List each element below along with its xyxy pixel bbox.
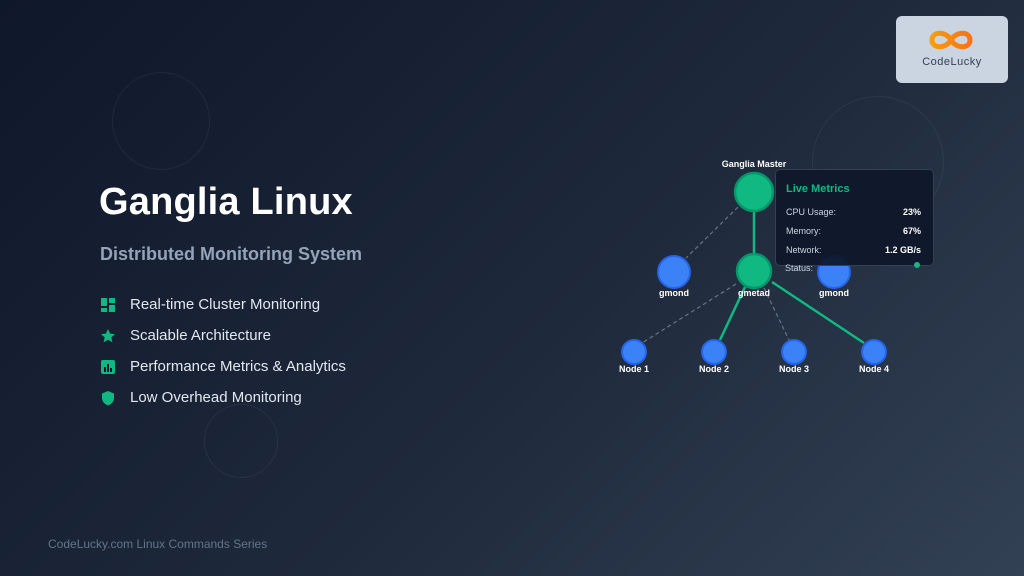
compute-node-3 (781, 339, 807, 365)
feature-list: Real-time Cluster Monitoring Scalable Ar… (100, 289, 346, 413)
metric-label: Network: (786, 245, 822, 255)
status-label: Status: (785, 263, 814, 273)
page-title: Ganglia Linux (99, 181, 353, 223)
master-label: Ganglia Master (722, 159, 787, 169)
footer-text: CodeLucky.com Linux Commands Series (48, 537, 268, 551)
feature-label: Real-time Cluster Monitoring (130, 296, 321, 313)
gmetad-node (735, 252, 773, 290)
decorative-circle (112, 72, 210, 170)
codelucky-logo: CodeLucky (896, 16, 1008, 83)
gmond-node-left (657, 255, 691, 289)
metric-value: 67% (902, 226, 921, 236)
feature-label: Scalable Architecture (130, 327, 271, 344)
metric-label: CPU Usage: (786, 207, 837, 217)
compute-node-2 (701, 339, 727, 365)
edge-master-gmond-left (685, 206, 739, 259)
logo-text: CodeLucky (922, 56, 982, 68)
live-metrics-card: Live Metrics CPU Usage: 23% Memory: 67% … (775, 169, 934, 266)
infinity-logo-icon (929, 30, 973, 50)
edge-gmetad-node2 (718, 286, 747, 341)
star-icon (101, 328, 115, 342)
metric-row-memory: Memory: 67% (786, 226, 921, 237)
bar-chart-icon (101, 359, 115, 374)
gmetad-label: gmetad (738, 288, 770, 298)
gmond-left-label: gmond (659, 288, 689, 298)
node-2-label: Node 2 (699, 364, 729, 374)
node-4-label: Node 4 (859, 364, 889, 374)
metric-row-network: Network: 1.2 GB/s (786, 245, 921, 256)
dashboard-icon (101, 297, 115, 312)
node-1-label: Node 1 (619, 364, 649, 374)
metric-value: 23% (902, 207, 921, 217)
node-3-label: Node 3 (779, 364, 809, 374)
feature-item: Real-time Cluster Monitoring (100, 289, 346, 320)
decorative-circle (204, 404, 278, 478)
compute-node-4 (861, 339, 887, 365)
feature-item: Performance Metrics & Analytics (100, 351, 346, 382)
metrics-title: Live Metrics (786, 183, 850, 195)
compute-node-1 (621, 339, 647, 365)
shield-icon (102, 390, 114, 405)
feature-label: Performance Metrics & Analytics (130, 358, 346, 375)
edge-gmetad-node3 (763, 287, 790, 341)
gmond-right-label: gmond (819, 288, 849, 298)
edge-gmetad-node1 (641, 283, 737, 344)
metric-value: 1.2 GB/s (884, 245, 921, 255)
edge-gmetad-node4 (771, 280, 865, 345)
master-node (733, 171, 775, 213)
feature-item: Low Overhead Monitoring (100, 382, 346, 413)
feature-label: Low Overhead Monitoring (130, 389, 302, 406)
feature-item: Scalable Architecture (100, 320, 346, 351)
page-subtitle: Distributed Monitoring System (100, 244, 363, 264)
metric-row-cpu: CPU Usage: 23% (786, 207, 921, 218)
metric-label: Memory: (786, 226, 822, 236)
status-indicator-icon (914, 262, 920, 268)
